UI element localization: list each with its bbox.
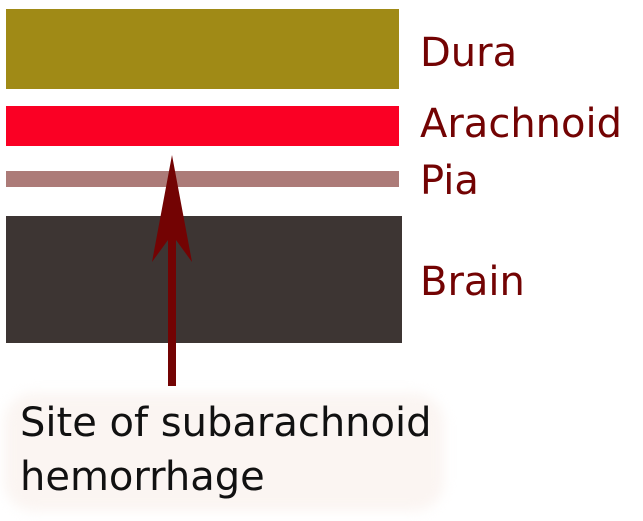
pia-layer	[6, 171, 399, 187]
caption-line-2: hemorrhage	[20, 454, 265, 500]
brain-layer	[6, 216, 402, 343]
caption: Site of subarachnoid hemorrhage	[20, 396, 432, 504]
brain-label: Brain	[420, 259, 525, 305]
arachnoid-label: Arachnoid	[420, 101, 622, 147]
dura-label: Dura	[420, 30, 518, 76]
caption-line-1: Site of subarachnoid	[20, 400, 432, 446]
pia-label: Pia	[420, 158, 479, 204]
arachnoid-layer	[6, 106, 399, 146]
caption-background	[4, 393, 444, 511]
dura-layer	[6, 9, 399, 89]
